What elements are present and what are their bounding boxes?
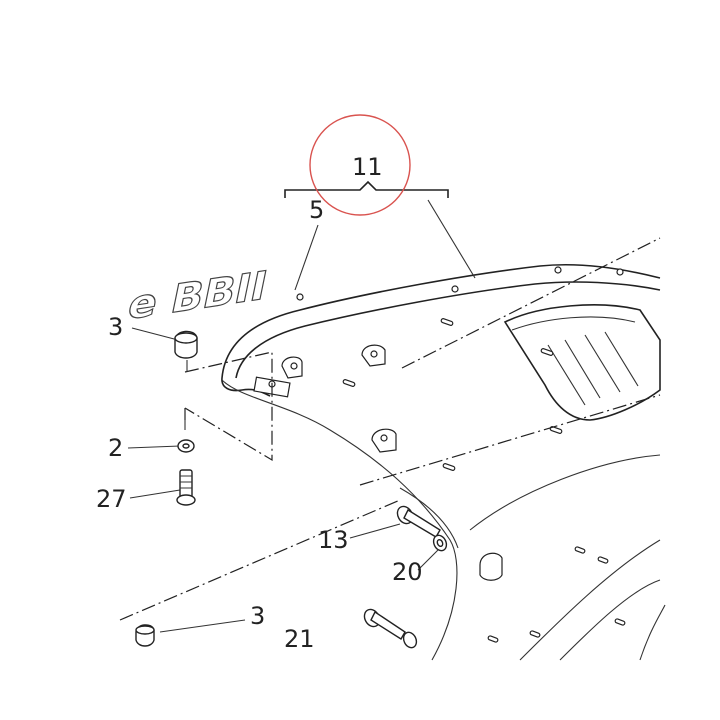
washer-2 <box>177 408 195 453</box>
bolt-21 <box>363 608 418 649</box>
highlight-circle <box>309 114 411 216</box>
callout-3-lower: 3 <box>250 602 265 630</box>
rear-vent <box>503 304 661 421</box>
callout-2: 2 <box>108 434 123 462</box>
bolt-27 <box>176 469 196 506</box>
callout-27: 27 <box>96 485 127 513</box>
callout-5: 5 <box>309 196 324 224</box>
seat-cowling-panel <box>221 263 666 661</box>
panel-slot-marks <box>342 318 626 643</box>
assembly-centerlines <box>119 237 661 621</box>
grommet-20 <box>432 534 448 552</box>
cap-nut-3-lower <box>135 624 155 647</box>
callout-3-upper: 3 <box>108 313 123 341</box>
callout-labels: 11 5 3 2 27 13 20 3 21 <box>96 153 423 653</box>
panel-mount-holes <box>253 266 624 581</box>
callout-21: 21 <box>284 625 315 653</box>
model-decal: e BBII <box>124 262 272 330</box>
callout-20: 20 <box>392 558 423 586</box>
leader-lines <box>127 199 476 633</box>
callout-11: 11 <box>352 153 383 181</box>
cap-nut-3-upper <box>174 330 198 372</box>
bolt-13 <box>396 505 441 538</box>
callout-13: 13 <box>318 526 349 554</box>
group-brace <box>284 180 449 198</box>
decal-lettering: e BBII <box>124 262 271 329</box>
